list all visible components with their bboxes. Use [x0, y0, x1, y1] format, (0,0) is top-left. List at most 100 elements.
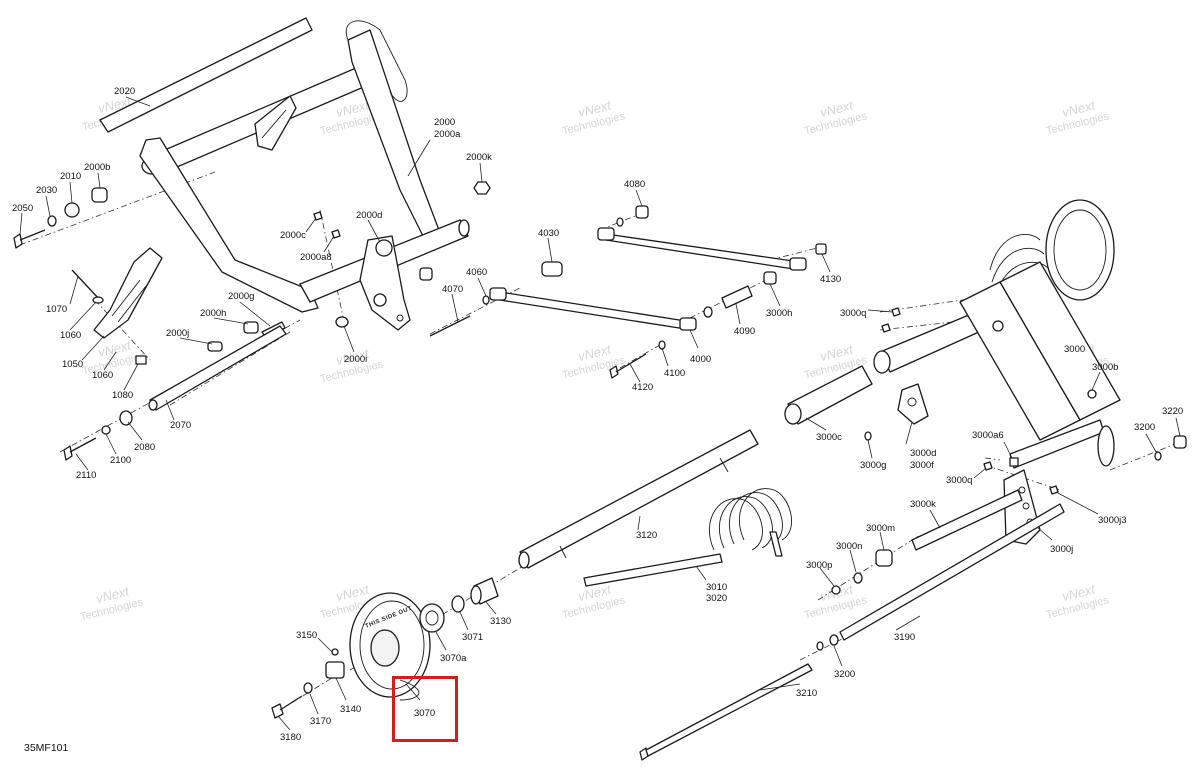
handle-body: [93, 247, 163, 339]
diagram-reference-code: 35MF101: [24, 742, 69, 754]
pin-1070: [71, 269, 101, 301]
spring-tail: [769, 531, 783, 557]
label-3210: 3210: [796, 688, 817, 699]
label-1060-b: 1060: [92, 370, 113, 381]
label-3070: 3070: [414, 708, 435, 719]
rod-end: [789, 257, 807, 271]
spacer-4090: [721, 285, 753, 309]
arm-side-plate-2: [999, 261, 1121, 421]
pulley-hub: [370, 629, 400, 667]
label-3000q: 3000q: [840, 308, 866, 319]
label-4080: 4080: [624, 179, 645, 190]
label-3000j: 3000j: [1050, 544, 1073, 555]
nut-3000h: [763, 271, 777, 285]
label-3200: 3200: [1134, 422, 1155, 433]
washer: [816, 641, 824, 651]
label-2000h: 2000h: [200, 308, 226, 319]
spacer-2000h: [243, 321, 259, 334]
spacer-face: [470, 585, 482, 605]
bushing: [419, 267, 433, 281]
clip-3000g: [864, 431, 872, 441]
plate-hole: [375, 239, 393, 257]
label-2000c: 2000c: [280, 230, 306, 241]
screw-3000q: [891, 307, 901, 317]
center-plate: [359, 235, 411, 331]
label-3000: 3000: [1064, 344, 1085, 355]
label-3000k: 3000k: [910, 499, 936, 510]
washer-4100: [658, 340, 666, 350]
bushing: [335, 316, 349, 328]
label-3070a: 3070a: [440, 653, 467, 664]
bearing-3070a: [419, 603, 445, 633]
block-3000d: [897, 383, 929, 425]
label-2000k: 2000k: [466, 152, 492, 163]
label-3000b: 3000b: [1092, 362, 1118, 373]
label-3000h: 3000h: [766, 308, 792, 319]
bushing-3000m: [875, 549, 893, 567]
washer: [616, 217, 624, 227]
bolt-shank: [279, 695, 303, 711]
arm-hole: [992, 320, 1004, 332]
label-2000a8: 2000a8: [300, 252, 332, 263]
label-3150: 3150: [296, 630, 317, 641]
label-3220: 3220: [1162, 406, 1183, 417]
label-2050: 2050: [12, 203, 33, 214]
bushing-4030: [541, 261, 563, 277]
label-2100: 2100: [110, 455, 131, 466]
label-4120: 4120: [632, 382, 653, 393]
label-3000f: 3000f: [910, 460, 934, 471]
front-arm-assembly-3000: [639, 199, 1187, 761]
label-3200-b: 3200: [834, 669, 855, 680]
bolt-head-2050: [13, 233, 23, 249]
label-4030: 4030: [538, 228, 559, 239]
label-2020: 2020: [114, 86, 135, 97]
label-3120: 3120: [636, 530, 657, 541]
label-3010: 3010: [706, 582, 727, 593]
left-hardware: [63, 295, 490, 461]
shaft-and-spring: [518, 429, 792, 587]
spacer-3140: [325, 661, 345, 679]
screw: [881, 323, 891, 333]
bolt-shank: [615, 353, 647, 373]
label-3000d: 3000d: [910, 448, 936, 459]
pin-3000k: [911, 489, 1023, 551]
label-3020: 3020: [706, 593, 727, 604]
tube-end: [458, 219, 470, 237]
label-1080: 1080: [112, 390, 133, 401]
lower-tube-end: [1097, 425, 1115, 467]
nut-4130: [815, 243, 827, 255]
label-2000a: 2000a: [434, 129, 461, 140]
label-4130: 4130: [820, 274, 841, 285]
label-2000g: 2000g: [228, 291, 254, 302]
label-2110: 2110: [76, 470, 96, 481]
label-3000c: 3000c: [816, 432, 842, 443]
label-2000: 2000: [434, 117, 455, 128]
assembly-axes: [19, 171, 1186, 711]
label-3071: 3071: [462, 632, 483, 643]
washer-1060: [92, 296, 104, 304]
label-4090: 4090: [734, 326, 755, 337]
bolt-3210: [645, 663, 813, 757]
label-1060: 1060: [60, 330, 81, 341]
label-3190: 3190: [894, 632, 915, 643]
label-2000d: 2000d: [356, 210, 382, 221]
bolt-shank: [69, 437, 97, 453]
label-3000n: 3000n: [836, 541, 862, 552]
label-3000a6: 3000a6: [972, 430, 1004, 441]
rod-3190: [839, 503, 1065, 641]
tube-end: [784, 403, 802, 425]
washer-3000p: [831, 585, 841, 595]
rod-end: [489, 287, 507, 301]
label-1050: 1050: [62, 359, 83, 370]
left-arm: [139, 137, 319, 313]
bolt-shank: [19, 229, 46, 241]
handle-1050: [71, 247, 163, 365]
nut-3220: [1173, 435, 1187, 449]
label-4070: 4070: [442, 284, 463, 295]
label-2000b: 2000b: [84, 162, 110, 173]
pulley-assembly-3070: THIS SIDE OUT: [271, 577, 499, 719]
plate-hole: [373, 293, 387, 307]
